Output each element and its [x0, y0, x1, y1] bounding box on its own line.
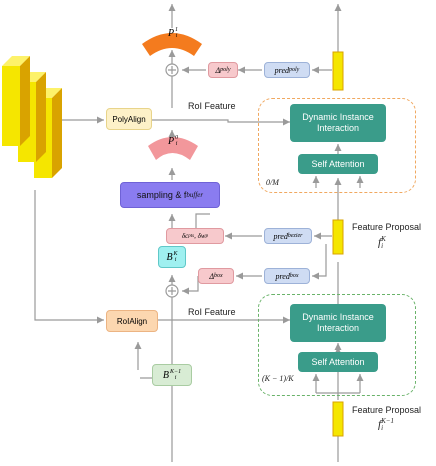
- roi-feature-top-label: RoI Feature: [188, 101, 236, 111]
- dynamic-interaction-top: Dynamic Instance Interaction: [290, 104, 386, 142]
- feature-proposal-bottom-f: f: [378, 418, 382, 431]
- polygon-output-superscript: 1: [175, 27, 179, 33]
- delta-box-subscript: box: [214, 273, 223, 279]
- polygon-output-subscript: i: [175, 33, 178, 39]
- feature-proposal-bottom-subscript: i: [381, 424, 384, 432]
- polygon-init-superscript: 0: [175, 135, 179, 141]
- box-k-superscript: K: [173, 251, 178, 257]
- delta-poly-label: Δ: [215, 65, 221, 75]
- feature-proposal-bottom-title: Feature Proposal: [352, 405, 422, 415]
- self-attention-top-label: Self Attention: [311, 159, 365, 169]
- plus-operator-top-icon: [165, 63, 179, 77]
- roialign-label: RoIAlign: [116, 316, 148, 326]
- dynamic-interaction-bottom: Dynamic Instance Interaction: [290, 304, 386, 342]
- stage-group-top: [258, 98, 416, 193]
- feature-proposal-top-f: f: [378, 236, 382, 249]
- stage-bottom-label: (K − 1)/K: [262, 374, 294, 383]
- feature-proposal-top-title: Feature Proposal: [352, 222, 422, 232]
- box-k-subscript: i: [174, 257, 177, 263]
- delta-wp-label: , δw: [194, 232, 206, 240]
- polygon-init-subscript: i: [175, 141, 178, 147]
- delta-box-label: Δ: [209, 271, 215, 281]
- plus-operator-bottom-icon: [165, 284, 179, 298]
- polygon-output-symbol: P: [167, 27, 175, 39]
- pred-bezier-label: pred: [273, 231, 288, 241]
- dynamic-interaction-top-line2: Interaction: [316, 123, 360, 133]
- polygon-output-arc-icon: [142, 33, 202, 56]
- delta-cpts-label: δc: [181, 232, 189, 240]
- box-km1-subscript: i: [174, 375, 177, 381]
- self-attention-bottom: Self Attention: [298, 352, 378, 372]
- self-attention-top: Self Attention: [298, 154, 378, 174]
- feature-proposal-top-bar: [332, 51, 344, 91]
- roi-feature-bottom-label: RoI Feature: [188, 307, 236, 317]
- polyalign-box: PolyAlign: [106, 108, 152, 130]
- box-km1-symbol: B: [162, 369, 170, 381]
- feature-proposal-bottom-superscript: K−1: [381, 417, 394, 425]
- polygon-init-arc-icon: [148, 137, 198, 160]
- roialign-box: RoIAlign: [106, 310, 158, 332]
- feature-proposal-top-subscript: i: [381, 242, 384, 250]
- pred-poly-label: pred: [274, 65, 290, 75]
- polyalign-label: PolyAlign: [112, 114, 146, 124]
- pred-box-subscript: box: [289, 273, 299, 279]
- dynamic-interaction-bottom-line1: Dynamic Instance: [302, 312, 374, 322]
- polygon-init-symbol: P: [167, 135, 175, 147]
- sampling-label: sampling & f: [136, 190, 187, 200]
- sampling-subscript: buffer: [186, 191, 204, 199]
- pred-bezier-subscript: bezier: [287, 233, 303, 239]
- feature-proposal-bottom-bar: [332, 401, 344, 437]
- delta-wp-subscript: p: [205, 233, 209, 239]
- feature-proposal-top-superscript: K: [381, 235, 386, 243]
- feature-proposal-mid-bar: [332, 219, 344, 255]
- dynamic-interaction-bottom-line2: Interaction: [316, 323, 360, 333]
- delta-poly-subscript: poly: [220, 67, 231, 73]
- box-k-symbol: B: [166, 251, 173, 263]
- pred-poly-subscript: poly: [289, 67, 300, 73]
- stage-group-bottom: [258, 294, 416, 396]
- pred-box-label: pred: [275, 271, 290, 281]
- stage-top-label: 0/M: [266, 178, 279, 187]
- feature-map-stack-icon: [2, 56, 62, 178]
- box-km1-superscript: K−1: [170, 369, 182, 375]
- self-attention-bottom-label: Self Attention: [311, 357, 365, 367]
- dynamic-interaction-top-line1: Dynamic Instance: [302, 112, 374, 122]
- delta-cpts-subscript: pts: [188, 233, 195, 239]
